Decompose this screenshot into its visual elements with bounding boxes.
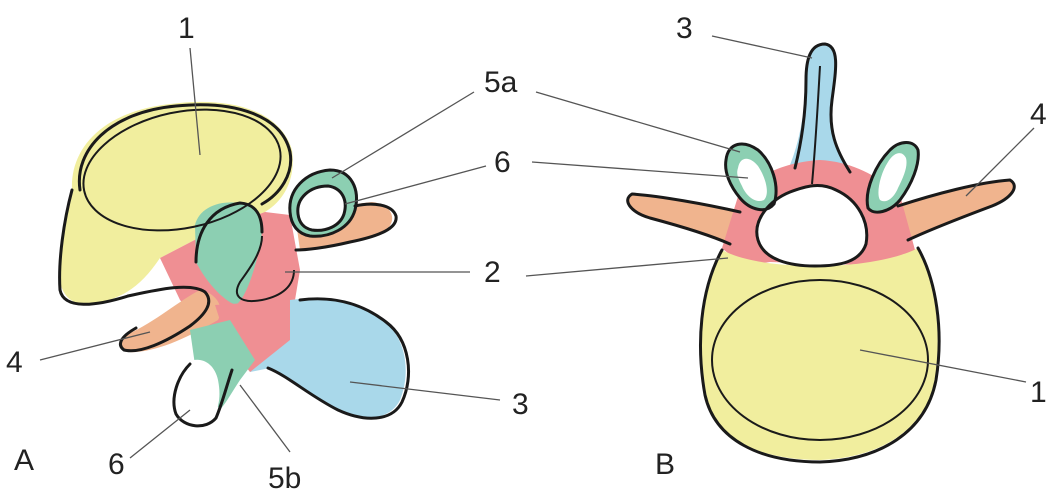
view-b-superior [628, 44, 1015, 462]
a-label-5a: 5a [484, 66, 518, 99]
panel-label-b: B [655, 448, 675, 481]
a-leader-5b [240, 385, 290, 452]
b-label-3: 3 [676, 12, 693, 45]
a-label-1: 1 [178, 12, 195, 45]
view-a-lateral [59, 92, 409, 425]
a-inferior-facet [174, 360, 220, 425]
a-label-3: 3 [512, 388, 529, 421]
a-leader-5a [332, 92, 474, 178]
a-leader-6-bottom [130, 410, 190, 458]
a-leader-6-top [345, 166, 486, 204]
a-label-5b: 5b [268, 462, 301, 495]
b-label-4: 4 [1030, 98, 1047, 131]
a-label-4: 4 [6, 346, 23, 379]
b-leader-5a [536, 92, 740, 152]
b-leader-2 [526, 258, 728, 276]
a-label-6-top: 6 [494, 146, 511, 179]
b-leader-6 [532, 162, 748, 178]
a-label-6-bottom: 6 [108, 448, 125, 481]
panel-label-a: A [14, 444, 34, 477]
a-label-2: 2 [484, 256, 501, 289]
b-label-1: 1 [1030, 376, 1047, 409]
b-leader-3 [712, 36, 812, 58]
